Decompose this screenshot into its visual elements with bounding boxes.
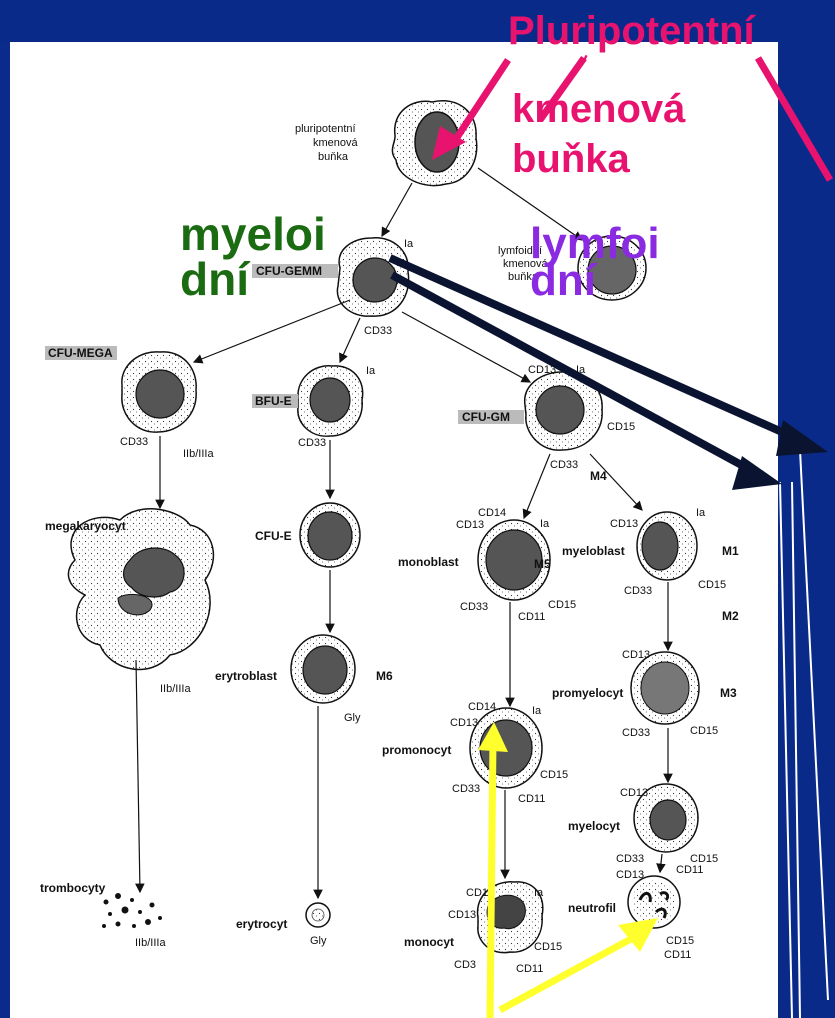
myelocyte-cd11: CD11 (676, 864, 703, 876)
overlay-title-line1: Pluripotentní (508, 9, 757, 53)
promonocyte-cd13: CD13 (450, 717, 478, 729)
promonocyte-cd11: CD11 (518, 793, 545, 805)
monocyte-ia: Ia (534, 887, 544, 899)
myeloblast-m2: M2 (722, 609, 739, 623)
stem-label-2: kmenová (313, 137, 359, 149)
bfu-e-cd33: CD33 (298, 437, 326, 449)
promyelocyte-cell (631, 652, 699, 724)
erytroblast-m6: M6 (376, 669, 393, 683)
neutrophil-cd13: CD13 (616, 869, 644, 881)
cfu-gemm-ia: Ia (404, 238, 414, 250)
monocyte-cd15: CD15 (534, 941, 562, 953)
cfu-gemm-label: CFU-GEMM (256, 264, 322, 278)
promyelocyte-m3: M3 (720, 686, 737, 700)
cfu-mega-label: CFU-MEGA (48, 346, 113, 360)
myeloblast-cd13: CD13 (610, 518, 638, 530)
myeloblast-cell (637, 512, 697, 580)
monoblast-m5: M5 (534, 557, 551, 571)
thrombocytes-iib: IIb/IIIa (135, 937, 166, 949)
megakaryocyte-iib: IIb/IIIa (160, 683, 191, 695)
thrombocytes-label: trombocyty (40, 881, 106, 895)
monoblast-cd13: CD13 (456, 519, 484, 531)
erythrocyte-label: erytrocyt (236, 917, 287, 931)
promyelocyte-cd13: CD13 (622, 649, 650, 661)
myelocyte-label: myelocyt (568, 819, 620, 833)
bfu-e-ia: Ia (366, 365, 376, 377)
cfu-mega-cell (122, 352, 196, 432)
myeloblast-m1: M1 (722, 544, 739, 558)
overlay-title-line3: buňka (512, 137, 631, 181)
erytroblast-gly: Gly (344, 712, 361, 724)
cfu-e-label: CFU-E (255, 529, 292, 543)
monoblast-cd14: CD14 (478, 507, 506, 519)
promyelocyte-cd15: CD15 (690, 725, 718, 737)
monoblast-cd15: CD15 (548, 599, 576, 611)
cfu-gm-cd33: CD33 (550, 459, 578, 471)
overlay-title-line2: kmenová (512, 87, 686, 131)
promonocyte-cd15: CD15 (540, 769, 568, 781)
overlay-myeloid-line2: dní (180, 253, 251, 305)
cfu-mega-cd33: CD33 (120, 436, 148, 448)
erythrocyte-gly: Gly (310, 935, 327, 947)
myeloblast-cd15: CD15 (698, 579, 726, 591)
monocyte-label: monocyt (404, 935, 454, 949)
promonocyte-cd33: CD33 (452, 783, 480, 795)
monocyte-cd11: CD11 (516, 963, 543, 975)
bfu-e-label: BFU-E (255, 394, 292, 408)
myelocyte-cd13: CD13 (620, 787, 648, 799)
neutrophil-cd11: CD11 (664, 949, 691, 961)
promonocyte-cd14: CD14 (468, 701, 496, 713)
thrombocytes-scatter (102, 893, 162, 928)
myeloblast-cd33: CD33 (624, 585, 652, 597)
cfu-gm-label: CFU-GM (462, 410, 510, 424)
monoblast-cd33: CD33 (460, 601, 488, 613)
monoblast-cd11: CD11 (518, 611, 545, 623)
promonocyte-ia: Ia (532, 705, 542, 717)
erytroblast-label: erytroblast (215, 669, 277, 683)
promonocyte-label: promonocyt (382, 743, 451, 757)
myelocyte-cd33: CD33 (616, 853, 644, 865)
promyelocyte-cd33: CD33 (622, 727, 650, 739)
monoblast-ia: Ia (540, 518, 550, 530)
megakaryocyte-label: megakaryocyt (45, 519, 126, 533)
neutrophil-label: neutrofil (568, 901, 616, 915)
cfu-e-cell (300, 503, 360, 567)
overlay-lymphoid-line2: dní (530, 256, 598, 305)
monocyte-cd13: CD13 (448, 909, 476, 921)
cfu-gm-cd15: CD15 (607, 421, 635, 433)
cfu-gemm-cd33: CD33 (364, 325, 392, 337)
neutrophil-cd15: CD15 (666, 935, 694, 947)
promyelocyte-label: promyelocyt (552, 686, 623, 700)
myeloblast-label: myeloblast (562, 544, 625, 558)
monoblast-label: monoblast (398, 555, 459, 569)
stem-cell (392, 101, 476, 186)
right-outline-lines (780, 450, 828, 1018)
myeloblast-ia: Ia (696, 507, 706, 519)
bfu-e-cell (298, 366, 363, 436)
stem-label-3: buňka (318, 151, 349, 163)
stem-label-1: pluripotentní (295, 123, 356, 135)
cfu-mega-iib: IIb/IIIa (183, 448, 214, 460)
erytroblast-cell (291, 635, 355, 703)
cfu-gm-m4: M4 (590, 469, 607, 483)
monocyte-cd3: CD3 (454, 959, 476, 971)
erythrocyte-cell (306, 903, 330, 927)
